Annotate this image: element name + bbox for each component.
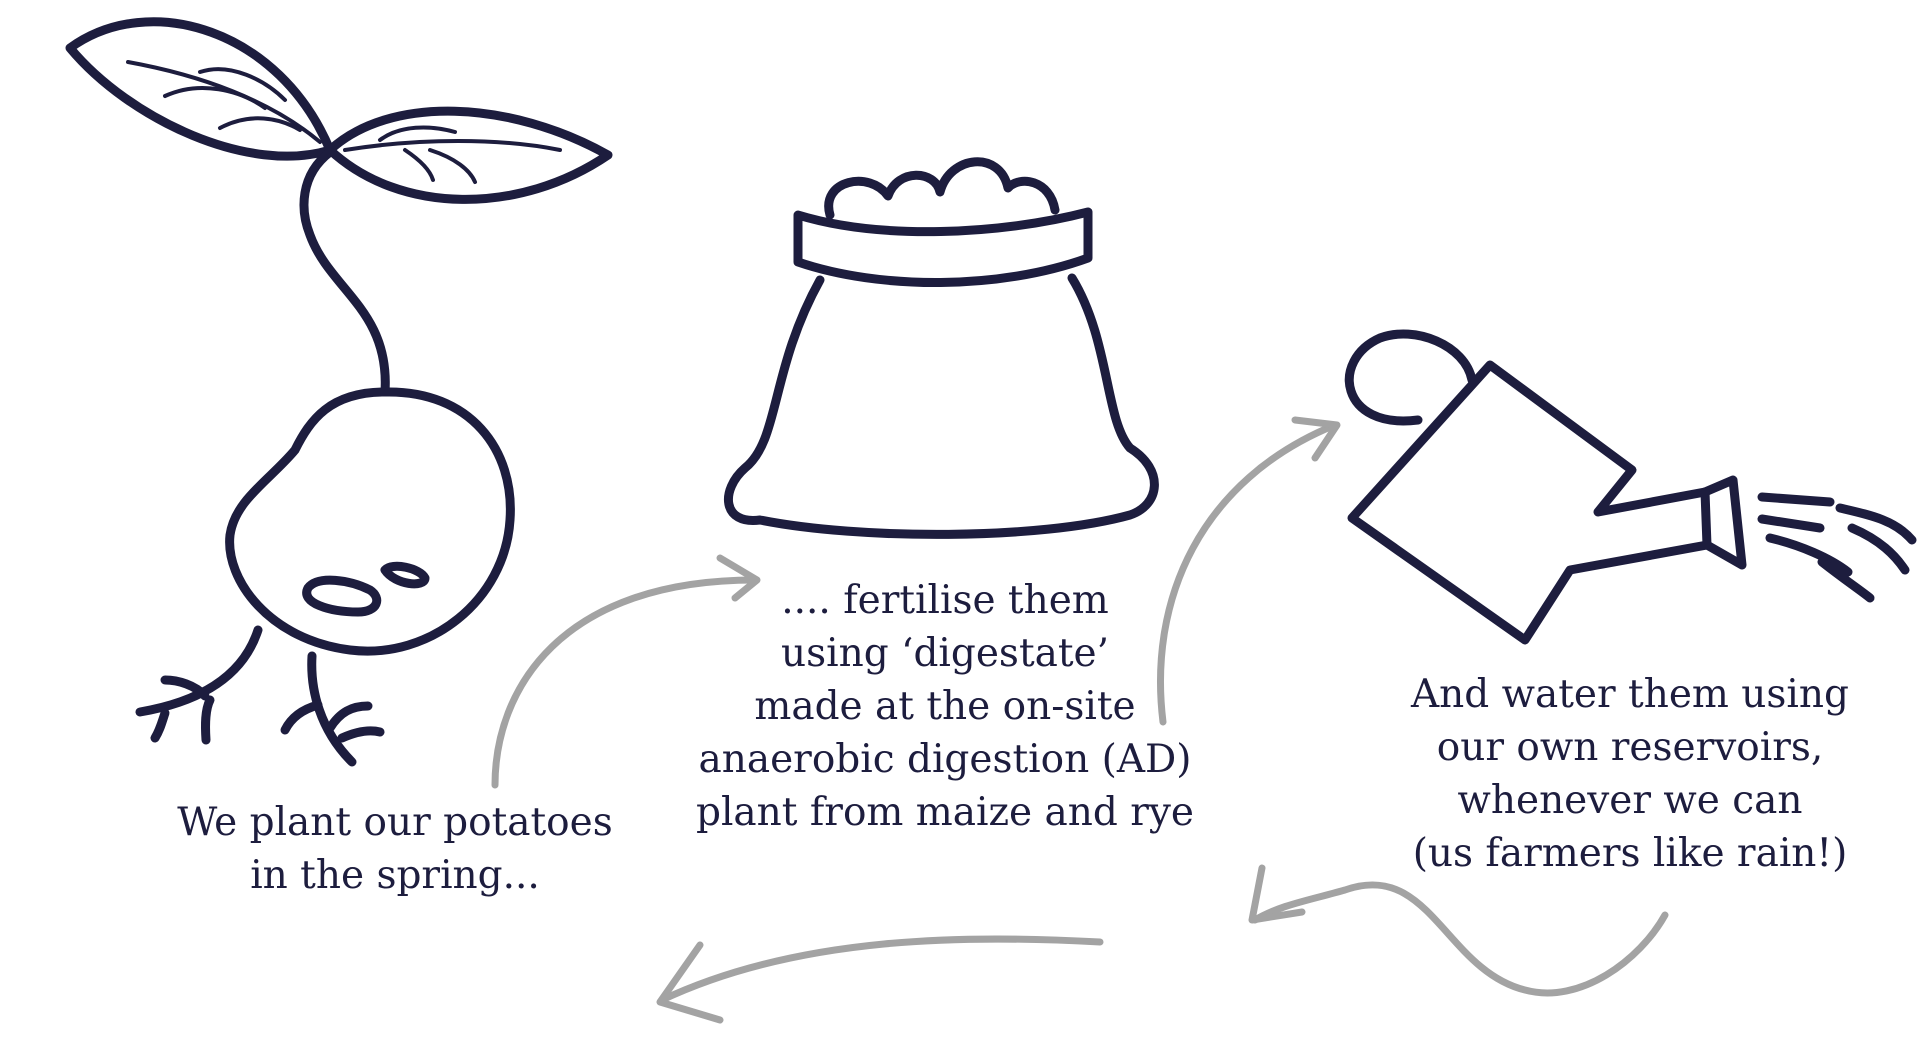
caption-line: made at the on-site [754,684,1136,729]
arrow-plant-to-fertilise [491,554,761,789]
caption-line: our own reservoirs, [1436,725,1824,770]
step-caption-fertilise: .... fertilise them using ‘digestate’ ma… [690,574,1200,839]
fertiliser-sack-icon [723,157,1159,539]
caption-line: in the spring... [250,853,540,898]
step-caption-plant: We plant our potatoes in the spring... [140,796,650,902]
arrow-restart-cycle [656,935,1104,1024]
caption-line: We plant our potatoes [177,800,613,845]
step-caption-water: And water them using our own reservoirs,… [1370,668,1890,880]
caption-line: And water them using [1410,672,1849,717]
arrow-fertilise-to-water [1157,416,1341,726]
caption-line: .... fertilise them [781,578,1109,623]
caption-line: using ‘digestate’ [780,631,1110,676]
caption-line: whenever we can [1457,778,1803,823]
caption-line: anaerobic digestion (AD) [698,737,1192,782]
caption-line: plant from maize and rye [695,790,1195,835]
sprouting-potato-icon [65,17,613,767]
caption-line: (us farmers like rain!) [1412,831,1848,876]
watering-can-icon [1344,329,1917,645]
arrow-water-return [1248,864,1669,997]
